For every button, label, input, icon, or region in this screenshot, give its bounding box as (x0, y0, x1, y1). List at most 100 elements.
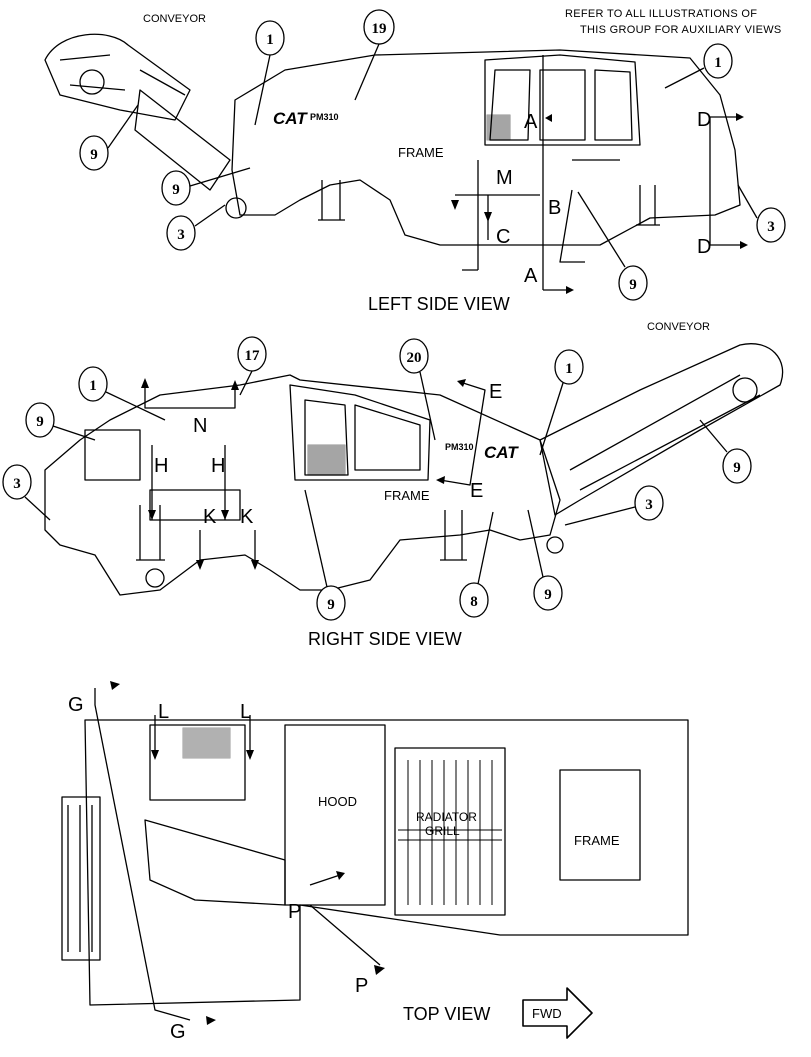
letter-g-bottom: G (170, 1021, 186, 1043)
radiator-grill (394, 747, 506, 916)
letter-e-top: E (489, 381, 502, 403)
right-arrows (141, 378, 466, 570)
letter-l-1: L (158, 701, 169, 723)
callout-3-d-text: 3 (645, 497, 653, 513)
letter-k-1: K (203, 506, 217, 528)
callout-3-c (2, 464, 32, 500)
callout-3-c-text: 3 (13, 476, 21, 492)
callout-9-b (161, 170, 191, 206)
right-view-title: RIGHT SIDE VIEW (308, 629, 462, 649)
callout-3-b-text: 3 (767, 219, 775, 235)
callout-9-f (316, 585, 346, 621)
conveyor-pulley-right (732, 377, 758, 403)
section-line-g (94, 688, 191, 1021)
letter-g-top: G (68, 694, 84, 716)
frame-label-right: FRAME (384, 488, 430, 503)
callout-9-b-text: 9 (172, 182, 180, 198)
callout-8-text: 8 (470, 594, 478, 610)
radiator-label-2: GRILL (425, 824, 460, 838)
conveyor-right (539, 343, 784, 516)
conveyor-label-right: CONVEYOR (647, 321, 710, 333)
note-line-1: REFER TO ALL ILLUSTRATIONS OF (565, 8, 757, 20)
callout-1-c-text: 1 (565, 361, 573, 377)
right-side-view-drawing (44, 343, 784, 596)
section-line-m (455, 160, 540, 271)
callout-9-c-text: 9 (629, 277, 637, 293)
hood-panel (284, 724, 386, 906)
letter-c: C (496, 226, 510, 248)
radiator-label-1: RADIATOR (416, 810, 477, 824)
callout-20 (399, 338, 429, 374)
section-line-b (559, 159, 620, 263)
frame-label-left: FRAME (398, 145, 444, 160)
callout-3-a-text: 3 (177, 227, 185, 243)
letter-n: N (193, 415, 207, 437)
section-line-p (309, 874, 381, 966)
brand-logo-left: CAT (273, 109, 308, 128)
callout-9-d-text: 9 (36, 414, 44, 430)
callout-17-text: 17 (245, 348, 261, 364)
right-body-outline (44, 374, 561, 596)
top-outline (84, 719, 689, 1006)
letter-a-top: A (524, 111, 538, 133)
left-arrows (451, 113, 748, 294)
conveyor-label-left: CONVEYOR (143, 13, 206, 25)
letter-h-1: H (154, 455, 168, 477)
top-left-drum (61, 796, 101, 961)
top-arrows (110, 681, 385, 1025)
fwd-label: FWD (532, 1006, 562, 1021)
letter-d-bottom: D (697, 236, 711, 258)
callout-9-f-text: 9 (327, 597, 335, 613)
callout-9-e (722, 448, 752, 484)
callout-8 (459, 582, 489, 618)
callout-9-d (25, 402, 55, 438)
left-cab (484, 54, 641, 146)
letter-e-bottom: E (470, 480, 483, 502)
callout-3-a (166, 215, 196, 251)
letter-h-2: H (211, 455, 225, 477)
right-cab (289, 384, 431, 481)
section-line-h (151, 445, 226, 520)
callout-1-c (554, 349, 584, 385)
letter-m: M (496, 167, 513, 189)
left-side-view-drawing (44, 33, 745, 291)
brand-logo-right: CAT (484, 443, 519, 462)
callout-9-c (618, 265, 648, 301)
callout-9-a (79, 135, 109, 171)
conveyor-left (44, 33, 191, 121)
callout-9-g-text: 9 (544, 587, 552, 603)
callout-19-a-text: 19 (372, 21, 387, 37)
callout-9-g (533, 575, 563, 611)
left-body-outline (231, 49, 741, 246)
hood-label: HOOD (318, 794, 357, 809)
callout-3-d (634, 485, 664, 521)
letter-a-bottom: A (524, 265, 538, 287)
callout-1-a-text: 1 (266, 32, 274, 48)
left-view-title: LEFT SIDE VIEW (368, 294, 510, 314)
callout-20-text: 20 (407, 350, 422, 366)
callout-3-b (756, 207, 786, 243)
letter-d-top: D (697, 109, 711, 131)
section-line-l (154, 715, 251, 755)
model-label-right: PM310 (445, 442, 474, 452)
section-line-n (144, 383, 236, 409)
text-layer: REFER TO ALL ILLUSTRATIONS OF THIS GROUP… (13, 8, 781, 1043)
fwd-arrow[interactable] (522, 987, 593, 1039)
callout-1-d-text: 1 (89, 378, 97, 394)
callout-9-e-text: 9 (733, 460, 741, 476)
top-view-title: TOP VIEW (403, 1004, 490, 1024)
letter-p-1: P (288, 901, 301, 923)
note-line-2: THIS GROUP FOR AUXILIARY VIEWS (580, 24, 782, 36)
frame-label-top: FRAME (574, 833, 620, 848)
callout-1-d (78, 366, 108, 402)
section-line-d (709, 116, 745, 246)
section-line-a (542, 55, 570, 291)
letter-l-2: L (240, 701, 251, 723)
callout-circles (2, 9, 786, 621)
callout-1-b (703, 43, 733, 79)
callout-9-a-text: 9 (90, 147, 98, 163)
conveyor-pulley (79, 69, 105, 95)
section-line-k (199, 530, 256, 565)
section-line-e (439, 381, 486, 486)
